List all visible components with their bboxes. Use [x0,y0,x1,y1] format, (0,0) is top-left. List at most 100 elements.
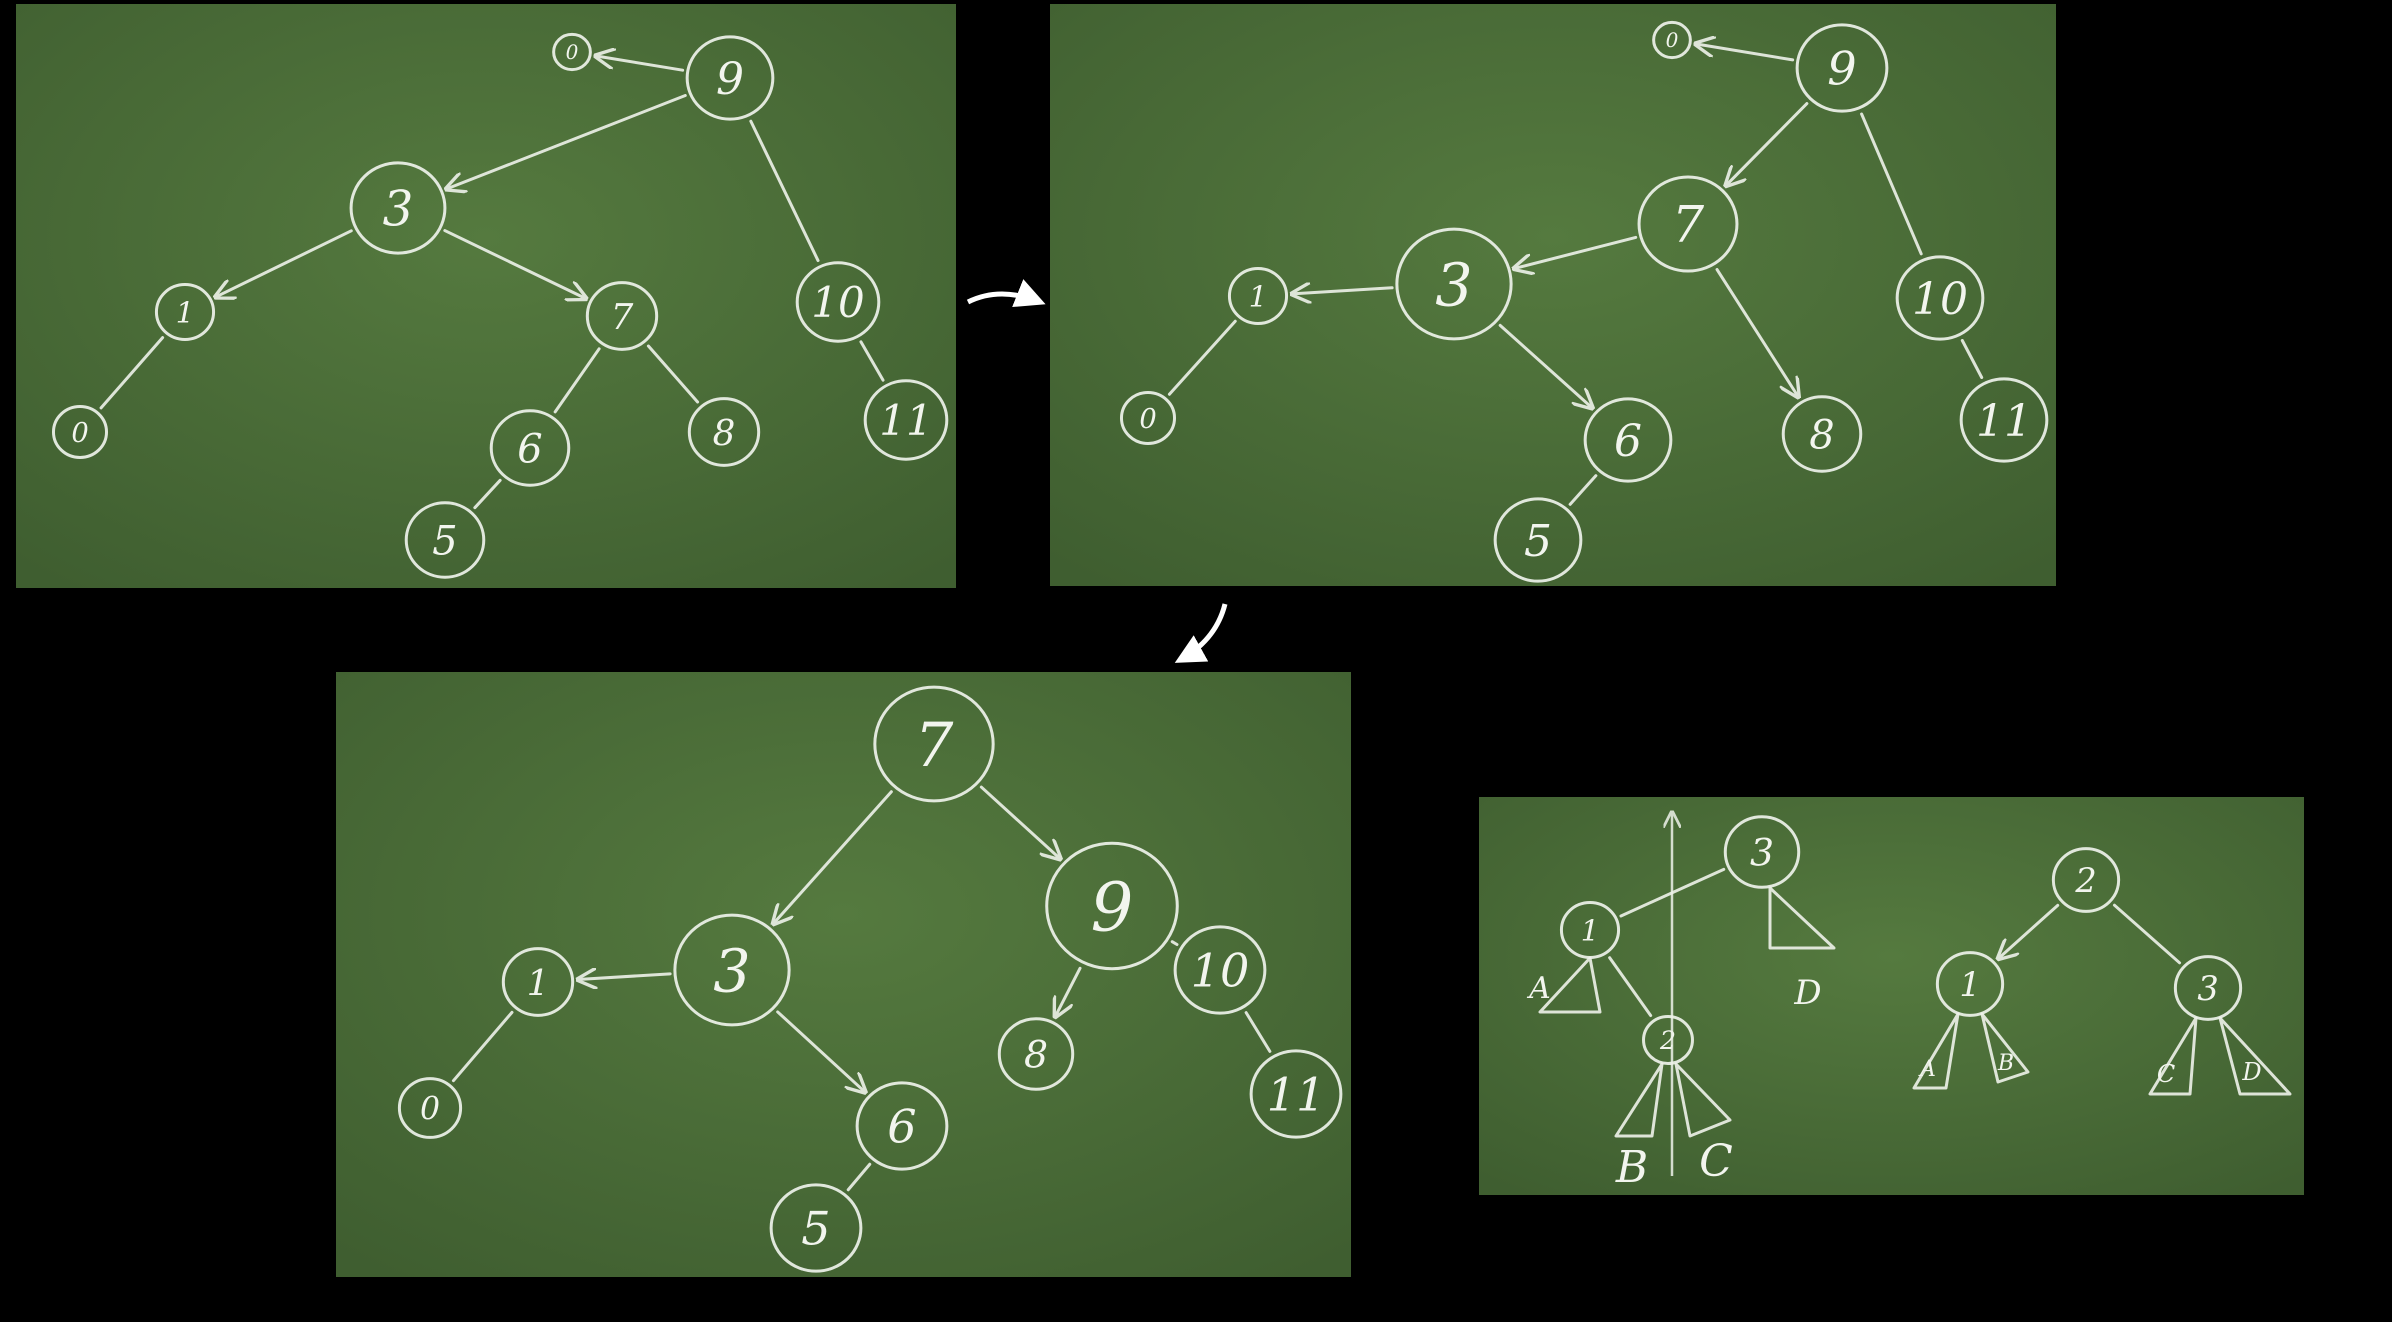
node-label-n1: 1 [527,963,550,1004]
node-circle-b3 [2173,955,2243,1021]
edge-n7-n3 [773,790,893,924]
node-circle-n1 [154,283,216,341]
edge-n6-n5 [846,1162,872,1192]
edge-n7-n9 [979,785,1060,859]
edge-b2-b3 [2112,903,2182,965]
node-circle-n10 [1173,925,1267,1015]
edge-n9-n10 [1170,940,1179,947]
subtree-tD2 [2218,1016,2292,1096]
node-label-n6: 6 [1614,416,1642,467]
node-label-n0root: 0 [1666,28,1679,52]
edge-n3-n1 [1292,288,1394,294]
node-label-n11: 11 [879,396,932,445]
edge-n7-n3 [1514,235,1638,268]
node-circle-b2 [2051,847,2121,913]
board-top-right [1050,4,2056,586]
subtree-label-tA: A [1526,971,1551,1006]
edge-n9-n7 [1726,102,1809,186]
node-label-n8: 8 [713,413,736,454]
node-circle-n0root [1652,20,1692,60]
board-top-left [16,4,956,588]
node-label-a2: 2 [1659,1026,1676,1055]
node-circle-n5 [1493,497,1583,583]
node-label-n5: 5 [432,518,457,564]
node-circle-n6 [1583,397,1673,483]
node-label-n0root: 0 [566,40,579,64]
node-label-n6: 6 [887,1100,916,1154]
node-label-n1: 1 [1249,280,1268,314]
edge-n9-n8 [1055,966,1082,1016]
subtree-label-tD: D [1793,973,1821,1013]
edge-n9-n10 [1860,112,1923,256]
node-circle-n3 [349,161,447,255]
node-label-n0: 0 [71,418,88,449]
node-circle-n7 [1637,175,1739,273]
node-label-n8: 8 [1024,1033,1048,1077]
node-label-n5: 5 [801,1202,830,1256]
node-circle-n6 [855,1081,949,1171]
node-label-n5: 5 [1524,516,1552,567]
node-label-n8: 8 [1809,412,1834,458]
subtree-label-tB2: B [1997,1051,2014,1076]
subtree-tA2 [1912,1012,1960,1090]
node-label-n3: 3 [383,181,414,237]
board-bottom-right [1479,797,2304,1195]
edge-n6-n5 [473,478,502,510]
edge-n3-n6 [1498,323,1592,408]
subtree-label-tD2: D [2241,1058,2261,1086]
node-label-n3: 3 [1435,250,1472,319]
node-label-n9: 9 [1091,868,1134,946]
node-circle-n0 [1119,391,1177,445]
node-circle-n7 [585,281,659,351]
node-circle-n3 [673,913,791,1027]
node-label-a1: 1 [1581,914,1600,948]
edge-n3-n6 [776,1010,865,1092]
edge-n1-n0 [451,1010,514,1083]
node-label-n0: 0 [1139,404,1156,435]
node-circle-n11 [1249,1049,1343,1139]
edge-n3-n1 [578,974,672,980]
node-label-n11: 11 [1267,1068,1326,1122]
subtree-tB [1614,1062,1664,1138]
subtree-tD [1768,886,1836,950]
node-circle-n11 [863,379,949,461]
edge-n10-n11 [1244,1011,1272,1053]
node-label-b3: 3 [2197,969,2218,1008]
node-circle-b1 [1935,951,2005,1017]
arrow-step-1 [966,279,1046,308]
subtree-tC2 [2148,1016,2198,1096]
node-circle-a2 [1642,1014,1694,1066]
edge-n10-n11 [859,340,885,382]
edge-n9-n0root [596,56,685,72]
node-label-n7: 7 [1672,195,1704,254]
node-circle-n5 [404,501,486,579]
edge-n3-n1 [216,229,353,297]
node-circle-n10 [795,261,881,343]
node-label-n1: 1 [176,296,195,330]
node-label-n10: 10 [1912,274,1968,325]
subtree-tA [1538,956,1602,1014]
node-circle-n0 [397,1077,463,1139]
node-circle-n9 [685,35,775,121]
node-label-n6: 6 [517,426,542,472]
edge-n3-n7 [443,229,586,299]
node-circle-n9 [1045,841,1179,971]
node-circle-n8 [687,397,761,467]
node-circle-n11 [1959,377,2049,463]
node-circle-n8 [1781,395,1863,473]
subtree-label-tC2: C [2157,1060,2175,1088]
edge-n6-n5 [1568,474,1598,506]
node-circle-n3 [1395,227,1513,341]
subtree-label-tA2: A [1918,1057,1936,1082]
edge-n9-n10 [749,119,820,263]
node-circle-n1 [1227,267,1289,325]
node-circle-n6 [489,409,571,487]
node-label-b1: 1 [1959,965,1980,1004]
edge-n1-n0 [99,336,165,410]
node-label-n10: 10 [811,278,864,327]
node-circle-a3 [1723,815,1801,889]
